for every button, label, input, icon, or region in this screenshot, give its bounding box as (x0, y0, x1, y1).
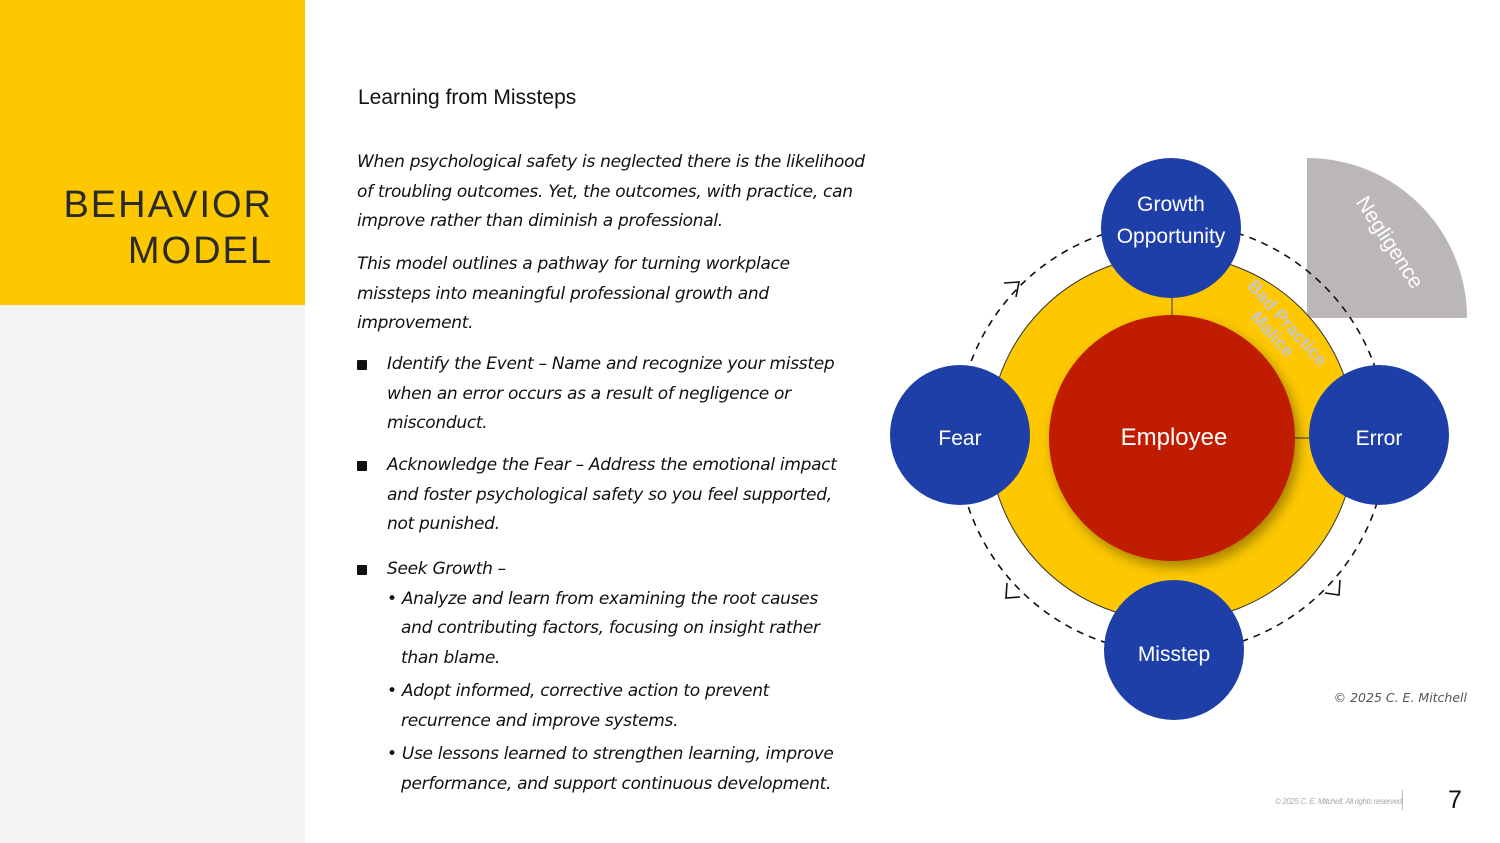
misstep-node (1104, 580, 1244, 720)
growth-label: Growth (1137, 193, 1205, 216)
sub-bullet: • Adopt informed, corrective action to p… (387, 681, 770, 731)
misstep-label: Misstep (1138, 643, 1210, 666)
footer-divider (1402, 790, 1403, 810)
section-title-line: MODEL (127, 230, 273, 272)
bullet-square-icon (357, 360, 367, 370)
footer-text: © 2025 C. E. Mitchell. All rights reserv… (1275, 797, 1402, 806)
bullet-item: Acknowledge the Fear – Address the emoti… (357, 451, 847, 540)
intro-paragraph: This model outlines a pathway for turnin… (357, 254, 790, 333)
bullet-item: Identify the Event – Name and recognize … (357, 350, 847, 439)
title-block: BEHAVIOR MODEL (0, 0, 305, 305)
fear-node (890, 365, 1030, 505)
negligence-sector (1307, 158, 1467, 318)
error-node (1309, 365, 1449, 505)
growth-opportunity-node (1101, 158, 1241, 298)
bullet-text: Acknowledge the Fear – Address the emoti… (387, 455, 837, 534)
section-title-line: BEHAVIOR (63, 184, 273, 226)
error-label: Error (1356, 427, 1403, 450)
cycle-arrow-icon (1003, 281, 1020, 298)
sub-bullet: • Use lessons learned to strengthen lear… (387, 744, 834, 794)
intro-paragraph: When psychological safety is neglected t… (357, 152, 865, 231)
bullet-text: Identify the Event – Name and recognize … (387, 354, 835, 433)
bullet-item: Seek Growth – • Analyze and learn from e… (357, 555, 837, 799)
fear-label: Fear (938, 427, 981, 450)
cycle-arrow-icon (1324, 579, 1341, 596)
employee-label: Employee (1121, 424, 1228, 451)
employee-circle (1049, 315, 1295, 561)
bullet-square-icon (357, 461, 367, 471)
opportunity-label: Opportunity (1117, 225, 1226, 248)
slide-heading: Learning from Missteps (358, 86, 577, 109)
bullet-text: Seek Growth – (387, 559, 506, 579)
copyright-notice: © 2025 C. E. Mitchell (1333, 690, 1467, 705)
cycle-arrow-icon (1005, 582, 1021, 599)
section-title: BEHAVIOR MODEL (63, 182, 273, 274)
page-number: 7 (1448, 786, 1462, 814)
bullet-square-icon (357, 565, 367, 575)
sub-bullet: • Analyze and learn from examining the r… (387, 588, 820, 668)
